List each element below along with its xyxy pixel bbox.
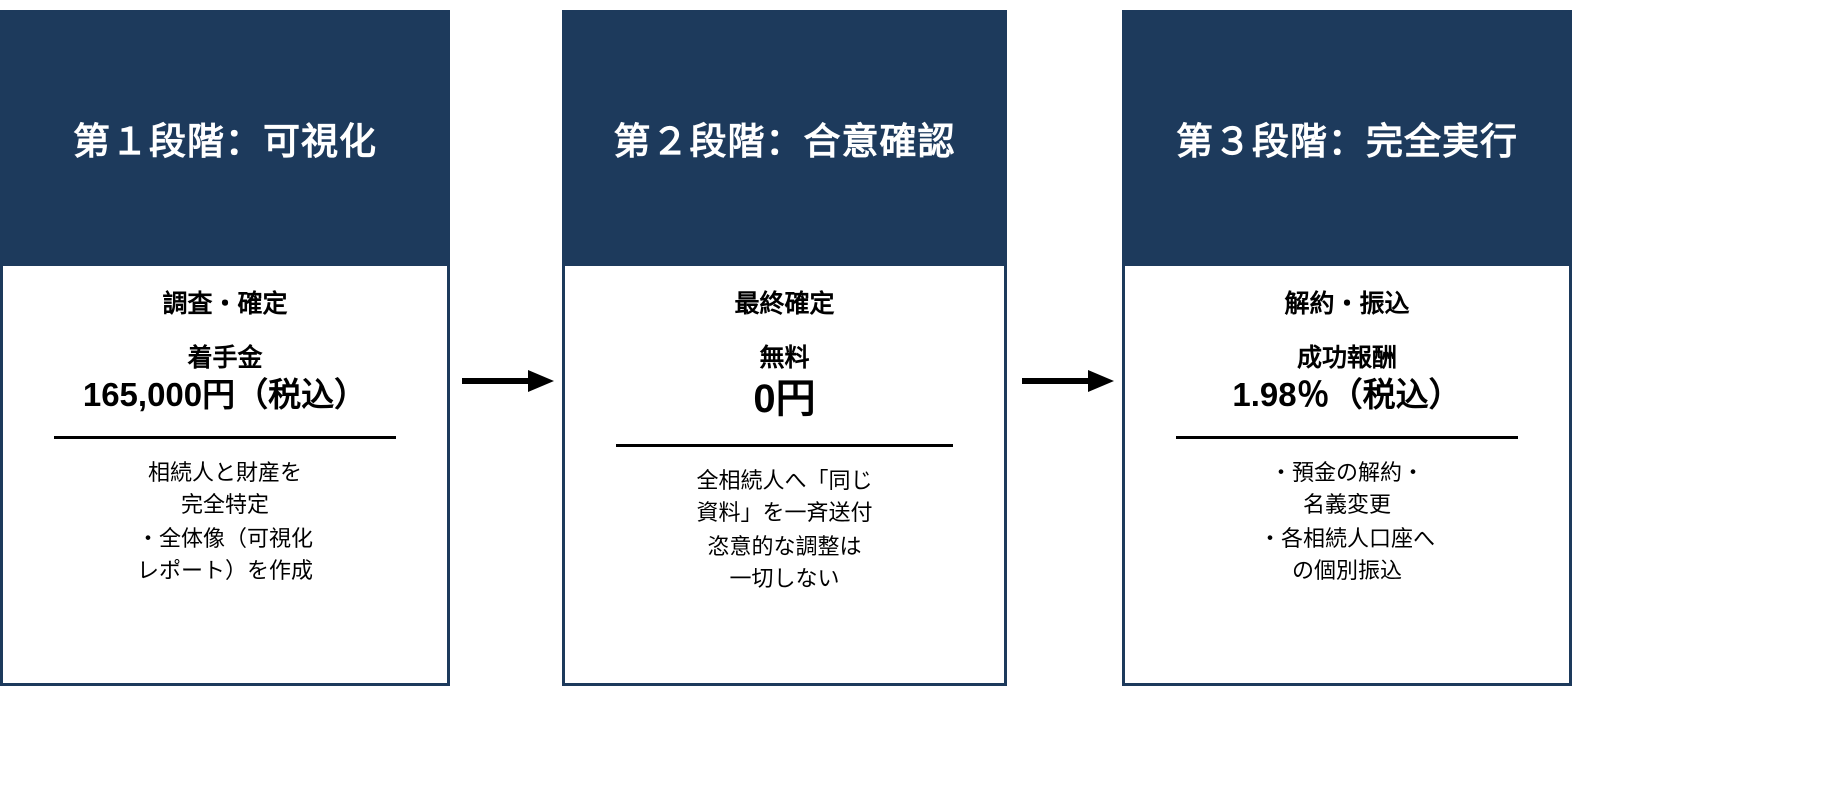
stage-1-body: 調査・確定 着手金 165,000円（税込） 相続人と財産を 完全特定 ・全体像…: [0, 266, 450, 686]
stage-3-description-line-1: ・預金の解約・: [1269, 459, 1424, 485]
stage-1-description-line-1: 相続人と財産を: [147, 459, 302, 485]
stage-2-subtitle: 最終確定: [734, 290, 835, 318]
stage-2-header-title: 第２段階：合意確認: [613, 121, 956, 162]
stage-1-description-line-4: レポート）を作成: [136, 557, 313, 583]
stage-1-description-line-3: ・全体像（可視化: [136, 525, 313, 551]
stage-3-description-line-2: 名義変更: [1302, 491, 1391, 517]
stage-2-description: 全相続人へ「同じ 資料」を一斉送付 恣意的な調整は 一切しない: [696, 465, 872, 595]
stage-3-divider: [1176, 435, 1518, 439]
arrow-stage1-to-stage2-icon: [462, 368, 554, 394]
stage-3-fee-amount: 1.98％（税込）: [1232, 376, 1462, 413]
stage-card-3: 第３段階：完全実行 解約・振込 成功報酬 1.98％（税込） ・預金の解約・ 名…: [1122, 10, 1572, 686]
stage-2-description-line-1: 全相続人へ「同じ: [696, 468, 873, 493]
stage-1-fee-label: 着手金: [187, 344, 263, 372]
stage-1-divider: [54, 435, 396, 439]
stage-2-description-line-3: 恣意的な調整は: [707, 533, 862, 559]
stage-2-description-line-2: 資料」を一斉送付: [696, 499, 873, 525]
stage-3-subtitle: 解約・振込: [1284, 290, 1410, 318]
stage-3-fee-label: 成功報酬: [1296, 344, 1397, 372]
stage-2-divider: [615, 444, 953, 447]
stage-2-fee-label: 無料: [759, 344, 810, 372]
stage-card-1: 第１段階：可視化 調査・確定 着手金 165,000円（税込） 相続人と財産を …: [0, 10, 450, 686]
stage-3-description-line-3: ・各相続人口座へ: [1258, 525, 1435, 551]
stage-1-subtitle: 調査・確定: [162, 290, 288, 318]
stage-2-description-line-4: 一切しない: [729, 565, 840, 591]
arrow-stage2-to-stage3-icon: [1022, 368, 1114, 394]
stage-2-header: 第２段階：合意確認: [562, 10, 1007, 266]
stage-3-header: 第３段階：完全実行: [1122, 10, 1572, 266]
stage-2-body: 最終確定 無料 0円 全相続人へ「同じ 資料」を一斉送付 恣意的な調整は 一切し…: [562, 266, 1007, 686]
stage-1-header-title: 第１段階：可視化: [73, 121, 377, 162]
stage-3-description: ・預金の解約・ 名義変更 ・各相続人口座へ の個別振込: [1259, 457, 1435, 587]
stage-3-description-line-4: の個別振込: [1291, 557, 1402, 583]
stage-2-fee-amount: 0円: [753, 377, 816, 421]
stage-1-fee-amount: 165,000円（税込）: [82, 376, 368, 413]
stage-1-description: 相続人と財産を 完全特定 ・全体像（可視化 レポート）を作成: [137, 457, 313, 587]
stage-3-header-title: 第３段階：完全実行: [1176, 121, 1518, 162]
stage-1-description-line-2: 完全特定: [180, 491, 269, 517]
stage-3-body: 解約・振込 成功報酬 1.98％（税込） ・預金の解約・ 名義変更 ・各相続人口…: [1122, 266, 1572, 686]
stage-card-2: 第２段階：合意確認 最終確定 無料 0円 全相続人へ「同じ 資料」を一斉送付 恣…: [562, 10, 1007, 686]
stage-1-header: 第１段階：可視化: [0, 10, 450, 266]
